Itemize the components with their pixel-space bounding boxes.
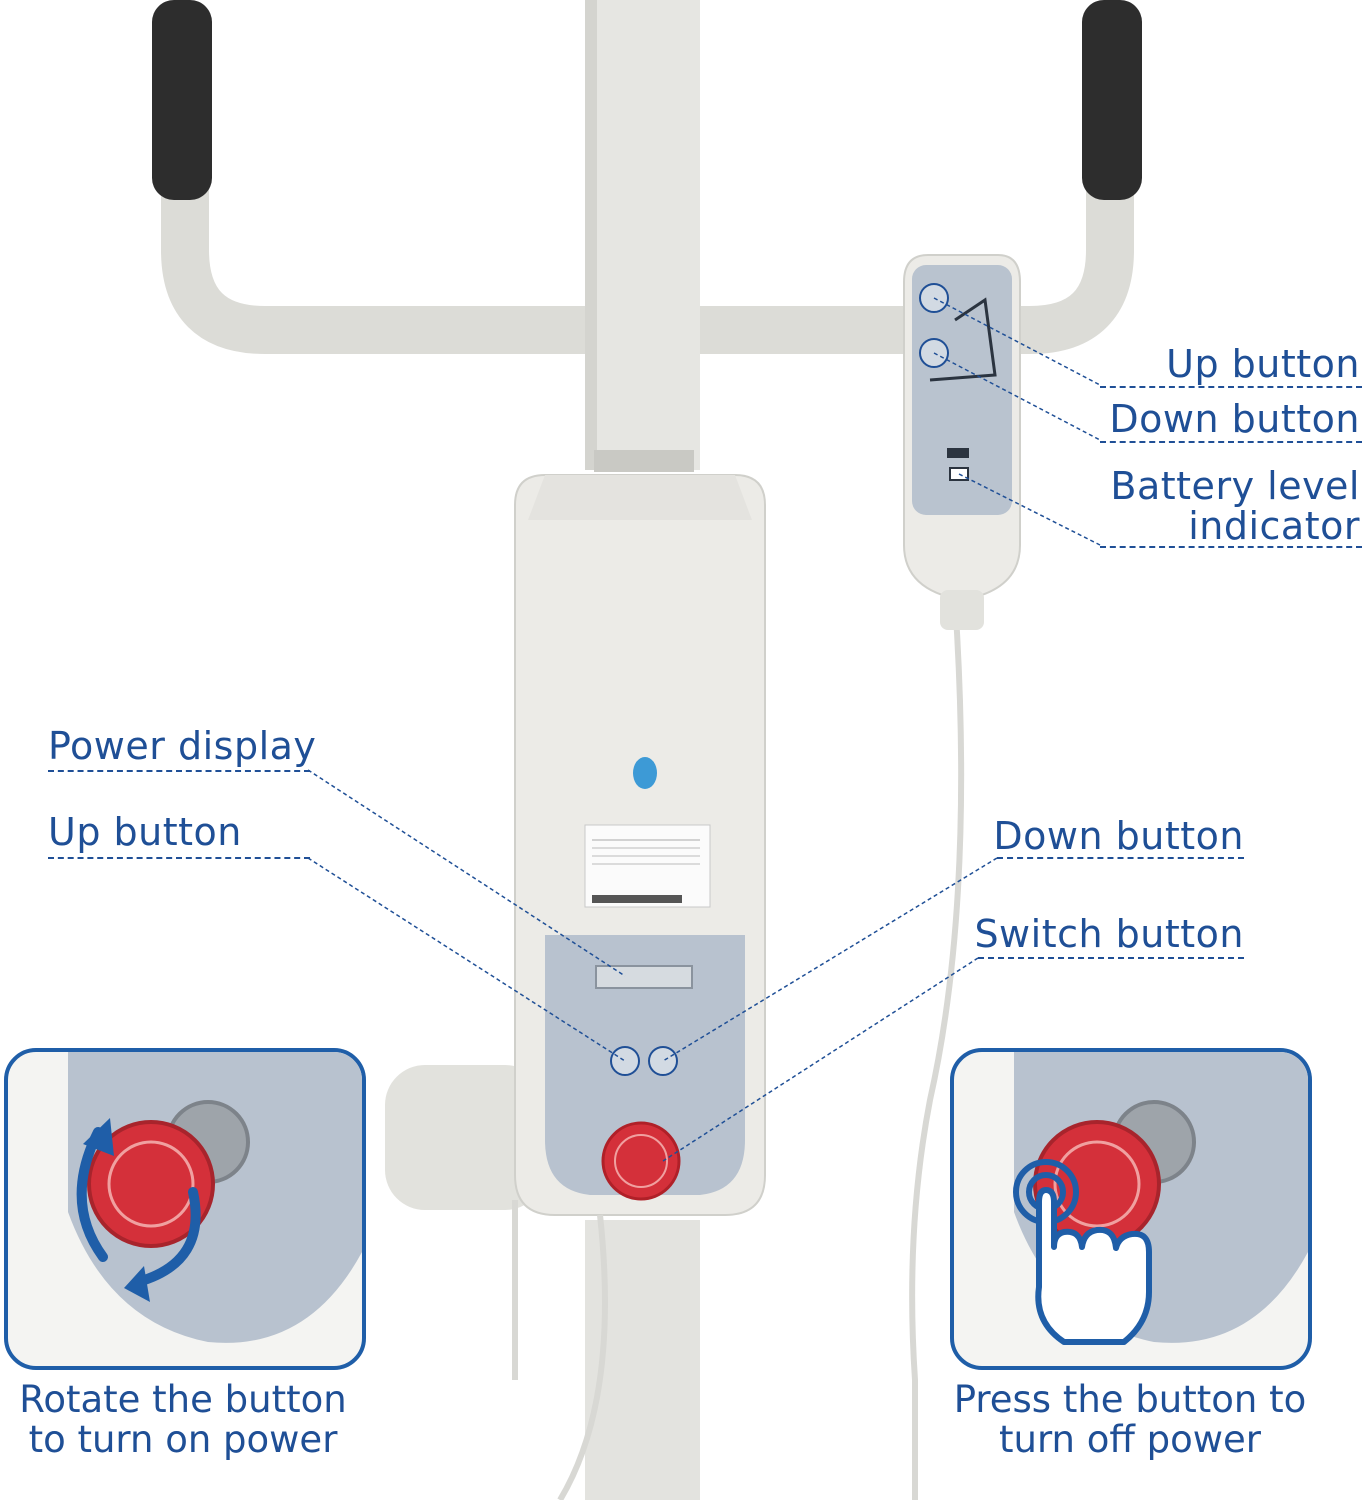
power-display-screen <box>595 965 693 989</box>
handset-up-label: Up button <box>1166 342 1360 386</box>
control-down-button[interactable] <box>648 1046 678 1076</box>
handset-battery-label-line1: Battery level <box>1110 464 1360 508</box>
control-down-underline <box>997 857 1244 859</box>
rotate-caption: Rotate the button to turn on power <box>0 1380 378 1460</box>
handset-up-underline <box>1100 386 1362 388</box>
rotate-stop-button <box>87 1120 215 1248</box>
power-display-underline <box>48 770 310 772</box>
right-handle <box>676 0 1142 354</box>
power-display-label: Power display <box>48 724 317 768</box>
switch-button-underline <box>978 957 1244 959</box>
press-caption: Press the button to turn off power <box>935 1380 1325 1460</box>
press-caption-line1: Press the button to <box>953 1378 1307 1421</box>
handset-battery-underline <box>1100 546 1362 548</box>
mast <box>585 0 700 470</box>
blue-sticker <box>633 757 657 789</box>
control-up-label: Up button <box>48 810 242 854</box>
handset-down-label: Down button <box>1109 397 1360 441</box>
battery-cylinder <box>385 1065 545 1210</box>
rotate-inset-art <box>68 1052 362 1343</box>
control-down-label: Down button <box>993 814 1244 858</box>
press-inset <box>950 1048 1312 1370</box>
control-box <box>514 474 766 1216</box>
press-inset-art <box>1013 1052 1308 1345</box>
press-caption-line2: turn off power <box>999 1417 1261 1461</box>
rotate-caption-line1: Rotate the button <box>19 1378 347 1421</box>
handset-battery-label-line2: indicator <box>1188 504 1360 548</box>
control-up-underline <box>48 857 310 859</box>
rotate-inset <box>4 1048 366 1370</box>
handset-down-underline <box>1100 441 1362 443</box>
rotate-arrows-icon <box>76 1118 201 1302</box>
product-label <box>584 824 711 908</box>
handset <box>903 254 1021 630</box>
rotate-caption-line2: to turn on power <box>28 1417 338 1461</box>
switch-button-label: Switch button <box>974 912 1244 956</box>
left-handle <box>152 0 614 354</box>
handset-cable <box>909 599 965 1500</box>
press-hand-icon <box>1013 1159 1152 1345</box>
control-up-button[interactable] <box>610 1046 640 1076</box>
